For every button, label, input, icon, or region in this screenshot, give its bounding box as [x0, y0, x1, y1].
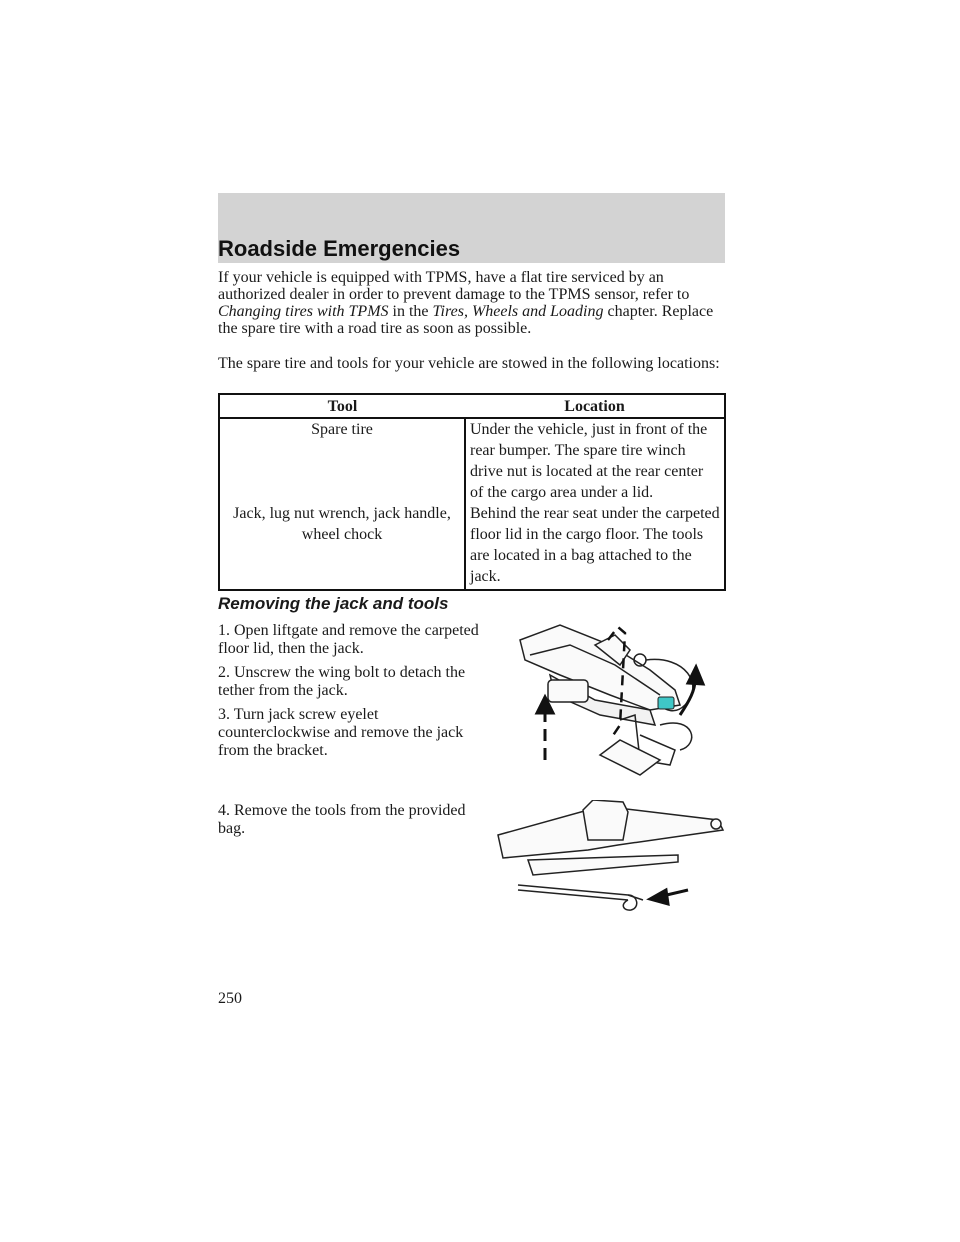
header-band [218, 193, 725, 263]
jack-bracket-illustration [519, 624, 706, 776]
tether-clip-icon [657, 696, 675, 710]
intro-text-end: chapter. Replace the spare tire with a r… [218, 303, 714, 337]
step-3: 3. Turn jack screw eyelet counterclockwi… [218, 706, 464, 759]
cell-tool: Spare tire [218, 418, 466, 503]
intro-text: If your vehicle is equipped with TPMS, h… [218, 269, 690, 303]
step-2: 2. Unscrew the wing bolt to detach the t… [218, 664, 466, 699]
jack-and-handle-illustration [497, 800, 725, 911]
table-row: Jack, lug nut wrench, jack handle, wheel… [218, 503, 726, 591]
page-title: Roadside Emergencies [218, 236, 461, 261]
intro-text-mid: in the [388, 303, 433, 320]
ref-changing-tires: Changing tires with TPMS [218, 303, 389, 320]
step-1: 1. Open liftgate and remove the carpeted… [218, 622, 479, 657]
tools-table: Tool Location Spare tire Under the vehic… [218, 393, 726, 591]
page-number: 250 [218, 990, 242, 1007]
cell-location: Under the vehicle, just in front of the … [465, 418, 726, 503]
cell-tool: Jack, lug nut wrench, jack handle, wheel… [218, 503, 466, 591]
table-row: Spare tire Under the vehicle, just in fr… [218, 418, 726, 503]
ref-tires-chapter: Tires, Wheels and Loading [432, 303, 604, 320]
intro-paragraph: If your vehicle is equipped with TPMS, h… [218, 269, 728, 337]
column-header-location: Location [465, 393, 726, 419]
stow-paragraph: The spare tire and tools for your vehicl… [218, 355, 720, 372]
column-header-tool: Tool [218, 393, 465, 419]
section-title: Removing the jack and tools [218, 594, 449, 613]
cell-location: Behind the rear seat under the carpeted … [465, 503, 726, 591]
step-4: 4. Remove the tools from the provided ba… [218, 802, 466, 837]
